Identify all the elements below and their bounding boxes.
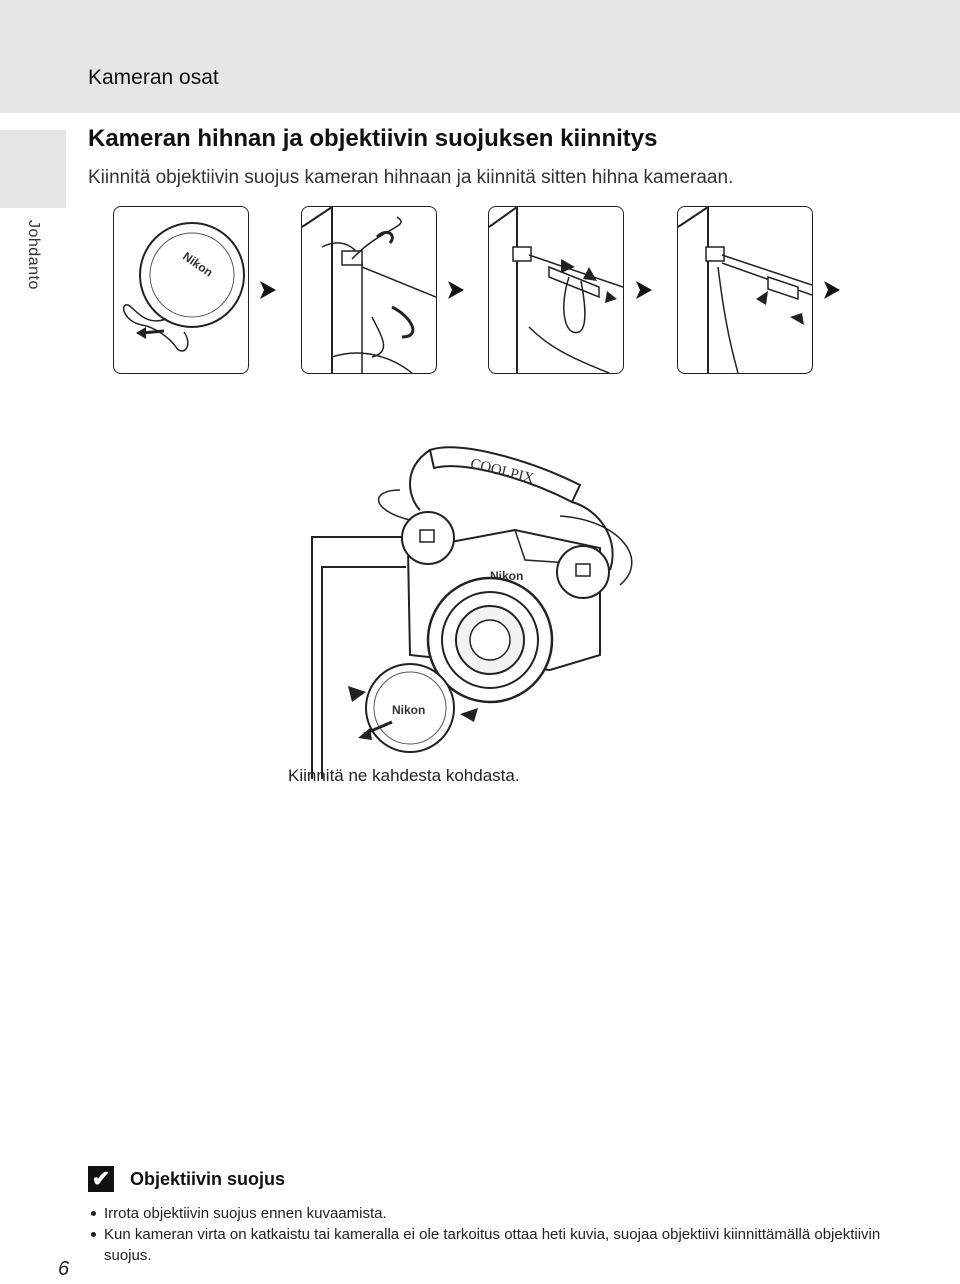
step-arrow-icon xyxy=(260,281,276,299)
note-title: Objektiivin suojus xyxy=(130,1168,286,1189)
step-panel-tighten-strap xyxy=(677,206,813,374)
cap-brand-text: Nikon xyxy=(392,703,425,717)
illustration-caption: Kiinnitä ne kahdesta kohdasta. xyxy=(288,766,520,785)
side-tab-label: Johdanto xyxy=(25,220,42,290)
step-panel-lens-cap: Nikon xyxy=(113,206,249,374)
section-title: Kameran osat xyxy=(88,66,219,89)
side-tab xyxy=(0,130,66,208)
note-bullet: Kun kameran virta on katkaistu tai kamer… xyxy=(90,1224,930,1266)
page-heading: Kameran hihnan ja objektiivin suojuksen … xyxy=(88,125,658,152)
step-panel-thread-strap xyxy=(488,206,624,374)
tighten-strap-illustration xyxy=(678,207,812,373)
note-bullet: Irrota objektiivin suojus ennen kuvaamis… xyxy=(90,1203,930,1224)
step-arrow-icon xyxy=(448,281,464,299)
lens-cap-with-cord-illustration: Nikon xyxy=(122,222,245,352)
step-panel-thread-cord xyxy=(301,206,437,374)
header-band xyxy=(0,0,960,113)
thread-cord-through-eyelet-illustration xyxy=(302,207,436,373)
step-arrow-icon xyxy=(824,281,840,299)
intro-text: Kiinnitä objektiivin suojus kameran hihn… xyxy=(88,167,734,188)
step-arrow-icon xyxy=(636,281,652,299)
caution-check-icon: ✔ xyxy=(88,1166,114,1192)
note-bullet-list: Irrota objektiivin suojus ennen kuvaamis… xyxy=(90,1203,930,1266)
camera-with-strap-illustration: COOLPIX Nikon Nikon xyxy=(348,446,633,753)
callout-bracket xyxy=(311,536,406,779)
page-number: 6 xyxy=(58,1258,70,1280)
note-title-row: ✔ Objektiivin suojus xyxy=(88,1166,285,1192)
thread-strap-through-loop-illustration xyxy=(489,207,623,373)
